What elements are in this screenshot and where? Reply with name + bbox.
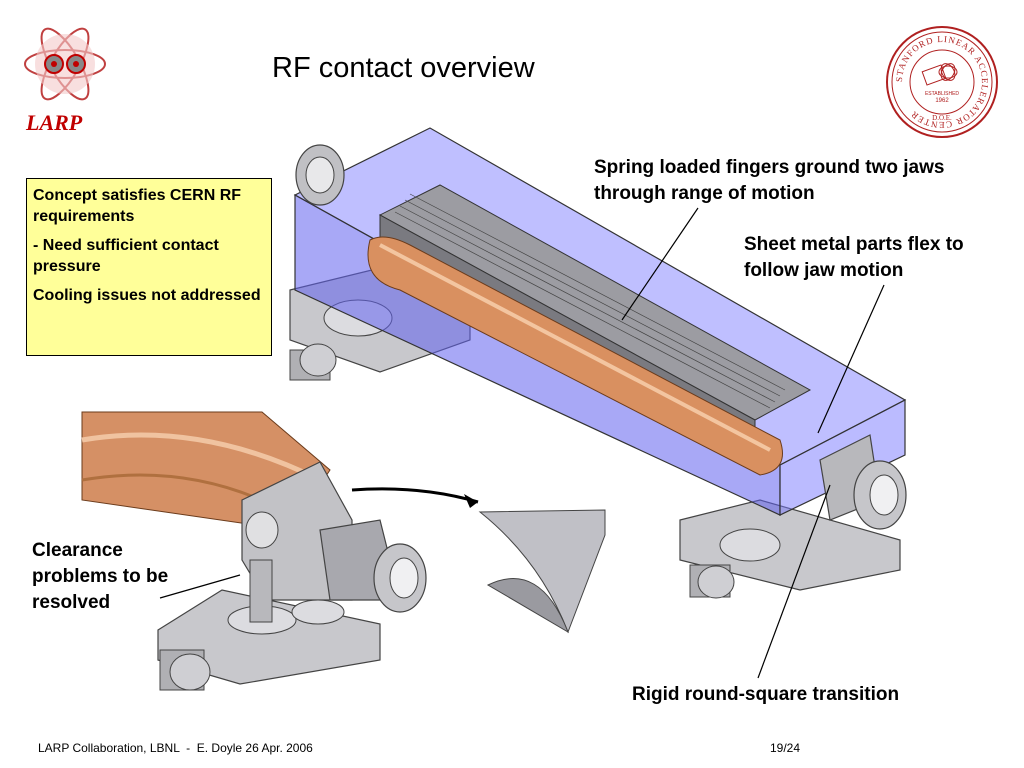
left-beam-flange [295, 144, 345, 206]
curved-arrow [351, 487, 479, 504]
sheet-metal-part [478, 509, 606, 634]
footer-page-number: 19/24 [770, 741, 801, 755]
leader-sheet [817, 284, 885, 434]
callout-rigid-transition: Rigid round-square transition [632, 684, 900, 705]
leader-clearance [159, 574, 241, 599]
larp-logo [24, 27, 106, 101]
leader-rigid [757, 484, 831, 679]
seal-year: 1962 [935, 98, 949, 104]
callout-spring-fingers: Spring loaded fingers ground two jaws th… [594, 157, 945, 204]
callout-sheet-metal: Sheet metal parts flex to follow jaw mot… [744, 234, 964, 281]
inset-jaw-end-detail [81, 411, 427, 691]
larp-logo-text: LARP [26, 110, 83, 135]
callout-clearance: Clearance problems to be resolved [32, 540, 169, 613]
jaw-assembly [367, 184, 812, 476]
seal-doe: D.O.E. [932, 114, 952, 122]
leader-spring [621, 207, 699, 321]
concept-line-1: Concept satisfies CERN RF requirements [33, 187, 242, 225]
curved-arrow-head [464, 494, 478, 508]
slac-seal-logo: STANFORD LINEAR ACCELERATOR CENTER ESTAB… [886, 26, 998, 138]
slide-title: RF contact overview [272, 52, 535, 84]
footer-credit: LARP Collaboration, LBNL - E. Doyle 26 A… [38, 741, 313, 755]
concept-line-3: Cooling issues not addressed [33, 287, 261, 304]
concept-note-box: Concept satisfies CERN RF requirements -… [26, 178, 272, 356]
right-round-square-transition [819, 434, 907, 530]
seal-established: ESTABLISHED [925, 91, 959, 97]
concept-line-2: - Need sufficient contact pressure [33, 237, 219, 275]
